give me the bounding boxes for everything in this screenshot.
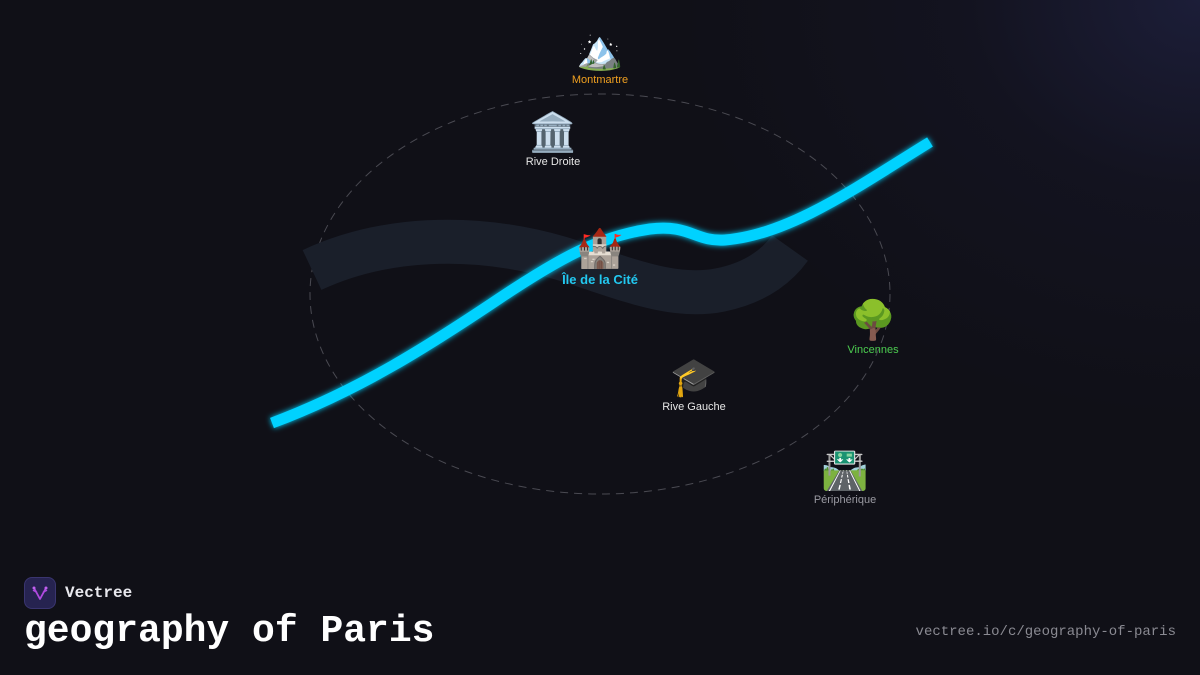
classical-building-icon: 🏛️: [529, 110, 577, 154]
node-label: Île de la Cité: [562, 272, 638, 287]
peripherique-boundary: [309, 93, 891, 495]
page-title: geography of Paris: [24, 610, 435, 653]
graduation-cap-icon: 🎓: [670, 355, 718, 399]
mountain-icon: 🏔️: [576, 28, 624, 72]
seine-shadow-band: [302, 219, 808, 315]
brand-name: Vectree: [65, 584, 133, 602]
node-rive-droite[interactable]: 🏛️ Rive Droite: [526, 110, 580, 168]
motorway-icon: 🛣️: [821, 448, 869, 492]
node-label: Périphérique: [813, 494, 877, 506]
seine-river: [270, 137, 933, 429]
node-label: Rive Droite: [525, 156, 581, 168]
brand[interactable]: Vectree: [24, 577, 132, 609]
branch-v-icon: [24, 577, 56, 609]
node-label: Montmartre: [571, 74, 629, 86]
tree-icon: 🌳: [849, 298, 897, 342]
node-rive-gauche[interactable]: 🎓 Rive Gauche: [662, 355, 726, 413]
page-url-link[interactable]: vectree.io/c/geography-of-paris: [915, 624, 1176, 640]
node-vincennes[interactable]: 🌳 Vincennes: [847, 298, 898, 356]
node-label: Rive Gauche: [662, 401, 726, 413]
castle-icon: 🏰: [576, 226, 624, 270]
node-label: Vincennes: [847, 344, 899, 356]
node-ile-de-la-cite[interactable]: 🏰 Île de la Cité: [562, 226, 638, 287]
node-peripherique[interactable]: 🛣️ Périphérique: [814, 448, 876, 506]
node-montmartre[interactable]: 🏔️ Montmartre: [572, 28, 628, 86]
